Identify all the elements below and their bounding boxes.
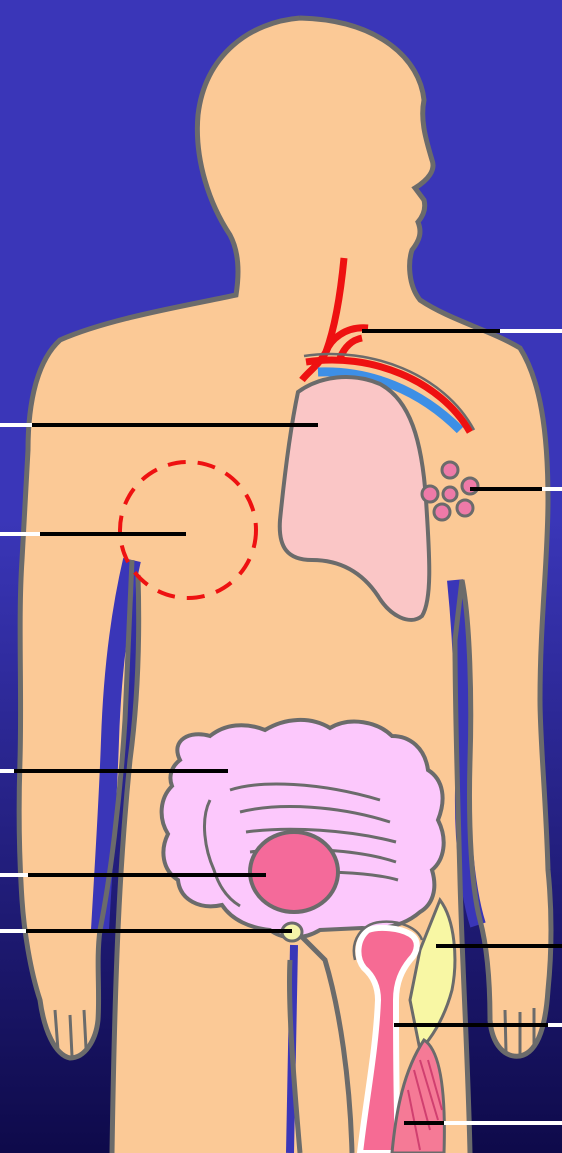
lymph-node xyxy=(422,486,438,502)
lymph-node xyxy=(442,462,458,478)
bladder xyxy=(250,832,338,912)
lymph-node xyxy=(462,478,478,494)
lymph-node xyxy=(434,504,450,520)
lymph-node xyxy=(443,487,457,501)
lymph-node xyxy=(457,500,473,516)
